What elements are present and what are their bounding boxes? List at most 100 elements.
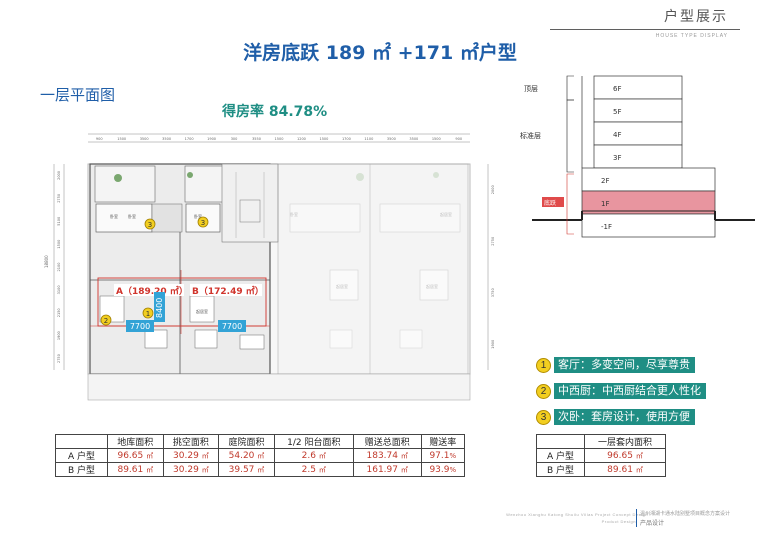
room-label: 起居室 xyxy=(440,211,452,217)
unit-b-label: B（172.49 ㎡） xyxy=(192,285,264,297)
cell-value: 89.61 xyxy=(117,464,144,475)
row-name: B 户型 xyxy=(536,462,585,477)
cell-value: 30.29 xyxy=(173,450,199,461)
top-dimensions: 900 1500 3500 3500 1700 1900 300 3550 1500 1200 15… xyxy=(96,137,462,141)
cell-value: 96.65 xyxy=(607,450,633,461)
feature-text: 中西厨：中西厨结合更人性化 xyxy=(554,383,706,399)
cell-value: 161.97 xyxy=(366,464,399,475)
top-dim-label: 3550 xyxy=(252,137,261,141)
label-top-floor: 顶层 xyxy=(524,85,538,93)
left-dim-label: 5100 xyxy=(57,217,61,226)
area-table: 地库面积 挑空面积 庭院面积 1/2 阳台面积 赠送总面积 赠送率 A 户型 9… xyxy=(55,434,466,477)
floor-label: 5F xyxy=(613,108,621,116)
floor-label: 2F xyxy=(601,177,609,185)
top-dim-label: 3500 xyxy=(162,137,171,141)
top-dim-label: 1100 xyxy=(364,137,373,141)
main-title: 洋房底跃 189 ㎡ +171 ㎡户型 xyxy=(243,42,517,64)
right-dim-label: 2000 xyxy=(491,185,495,194)
right-dim-label: 1900 xyxy=(491,340,495,349)
unit-a-label: A（189.20 ㎡） xyxy=(116,285,188,297)
left-dim-label: 2000 xyxy=(57,171,61,180)
right-dim-label: 3750 xyxy=(491,288,495,297)
floor-box xyxy=(593,98,683,123)
table-header: 庭院面积 xyxy=(218,434,275,449)
row-name: A 户型 xyxy=(536,448,585,463)
footer-english-2: Product Design xyxy=(601,519,636,524)
left-dim-label: 2100 xyxy=(57,263,61,272)
floor-box xyxy=(593,75,683,100)
table-header-row: 地库面积 挑空面积 庭院面积 1/2 阳台面积 赠送总面积 赠送率 xyxy=(55,434,466,449)
cell-value: 183.74 xyxy=(366,450,399,461)
floor-label: 1F xyxy=(601,200,609,208)
dim-b-label: 7700 xyxy=(222,322,242,331)
table-row: A 户型 96.65 ㎡ xyxy=(536,448,666,463)
cell-value: 97.1 xyxy=(429,450,450,461)
top-dim-label: 900 xyxy=(96,137,103,141)
top-dim-label: 1200 xyxy=(297,137,306,141)
feature-number: 1 xyxy=(536,357,551,373)
left-dim-label: 2750 xyxy=(57,194,61,203)
top-dim-label: 900 xyxy=(455,137,462,141)
feature-number: 3 xyxy=(536,409,551,425)
row-name: B 户型 xyxy=(55,462,108,477)
cell-value: 96.65 xyxy=(117,450,144,461)
top-dim-label: 1500 xyxy=(319,137,328,141)
dim-v-label: 8400 xyxy=(155,298,164,318)
svg-text:3: 3 xyxy=(201,219,205,227)
feature-number: 2 xyxy=(536,383,551,399)
table-header xyxy=(536,434,585,449)
left-dim-label: 1500 xyxy=(57,240,61,249)
footer-chinese-2: 产品设计 xyxy=(640,520,665,527)
cell-value: 30.29 xyxy=(173,464,199,475)
top-dim-label: 3500 xyxy=(387,137,396,141)
label-current-floor: 底跃 xyxy=(544,199,556,207)
room-label: 卧室 xyxy=(290,211,298,217)
cell-value: 54.20 xyxy=(228,450,255,461)
table-header: 赠送率 xyxy=(420,434,466,449)
feature-living-room: 1 客厅：多变空间，尽享尊贵 xyxy=(536,356,695,374)
floor-label: 6F xyxy=(613,85,621,93)
footer-divider xyxy=(636,509,637,527)
cell-value: 2.5 xyxy=(301,464,316,475)
table-header: 赠送总面积 xyxy=(352,434,422,449)
room-label: 卧室 xyxy=(110,213,118,219)
cell-value: 39.57 xyxy=(228,464,255,475)
page-header: 户型展示 HOUSE TYPE DISPLAY xyxy=(550,6,740,39)
section-title: 一层平面图 xyxy=(40,86,116,104)
table-header xyxy=(55,434,108,449)
svg-text:2: 2 xyxy=(104,317,108,325)
left-dim-label: 2150 xyxy=(57,308,61,317)
row-name: A 户型 xyxy=(55,448,108,463)
table-header-row: 一层套内面积 xyxy=(536,434,666,449)
svg-text:3: 3 xyxy=(148,221,152,229)
feature-text: 次卧：套房设计，使用方便 xyxy=(554,409,695,425)
dim-a-label: 7700 xyxy=(130,322,150,331)
floor-label: 4F xyxy=(613,131,621,139)
top-dim-label: 1500 xyxy=(275,137,284,141)
efficiency-ratio: 得房率 84.78% xyxy=(222,104,328,120)
top-dim-label: 1900 xyxy=(207,137,216,141)
marker-1: 1 xyxy=(142,307,154,319)
left-dim-label: 3100 xyxy=(57,285,61,294)
floor-box xyxy=(593,121,683,146)
svg-text:1: 1 xyxy=(146,310,150,318)
table-row: A 户型 96.65 ㎡ 30.29 ㎡ 54.20 ㎡ 2.6 ㎡ 183.7… xyxy=(55,448,466,463)
top-dim-label: 1500 xyxy=(117,137,126,141)
header-subtitle: HOUSE TYPE DISPLAY xyxy=(655,33,728,39)
footer-chinese-1: 温州湘湖卡通水陆别墅项目概念方案设计 xyxy=(640,511,731,517)
top-dim-label: 300 xyxy=(231,137,238,141)
cell-value: 2.6 xyxy=(301,450,316,461)
cell-value: 93.9 xyxy=(429,464,450,475)
marker-3-b: 3 xyxy=(197,216,209,228)
room-label: 起居室 xyxy=(196,308,208,314)
room-label: 卧室 xyxy=(128,213,136,219)
top-dim-label: 1700 xyxy=(185,137,194,141)
top-dim-label: 1700 xyxy=(342,137,351,141)
floor-label: 3F xyxy=(613,154,621,162)
table-header: 1/2 阳台面积 xyxy=(273,434,354,449)
table-header: 地库面积 xyxy=(107,434,164,449)
table-header: 挑空面积 xyxy=(162,434,220,449)
